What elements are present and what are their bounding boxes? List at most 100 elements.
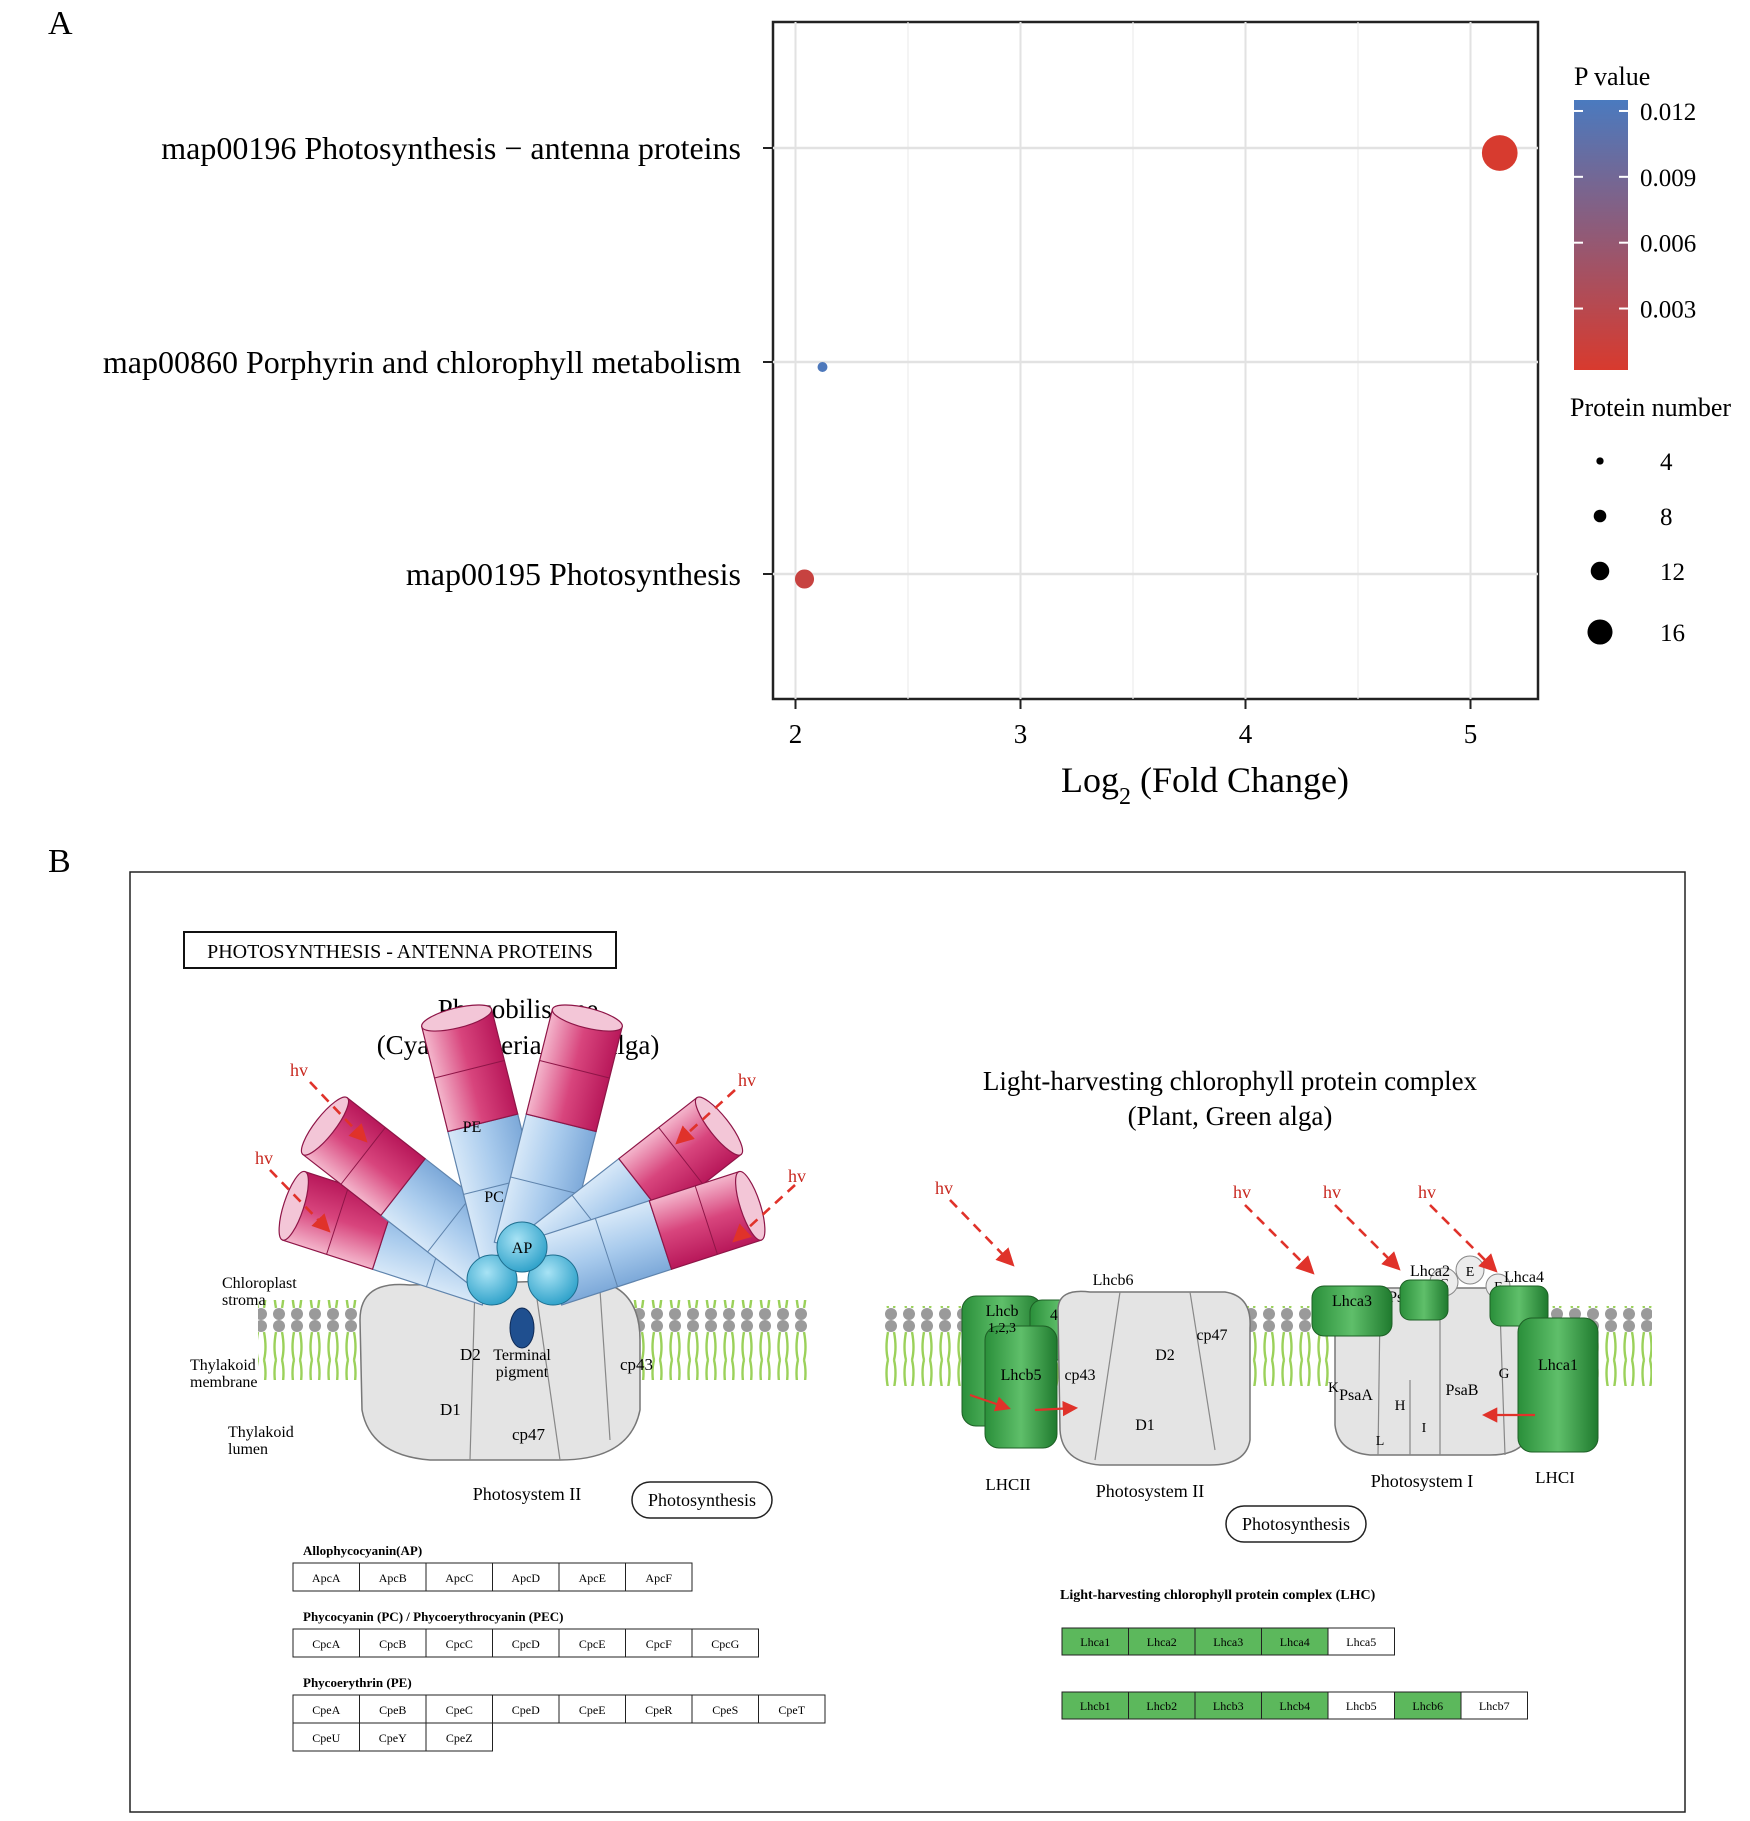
- lhc-gene-cell[interactable]: [1194, 1691, 1262, 1720]
- data-point: [794, 569, 815, 589]
- psii-cp43-label: cp43: [620, 1355, 653, 1374]
- ap-core-left: [466, 1254, 518, 1306]
- color-legend-ticks: 0.012 0.009 0.006 0.003: [1574, 99, 1696, 324]
- color-legend-title: P value: [1574, 62, 1650, 91]
- lhcb123-label: 1,2,3: [988, 1321, 1016, 1336]
- photosynthesis-button-left[interactable]: [631, 1481, 773, 1519]
- gene-cell-label: CpeR: [645, 1703, 672, 1717]
- photosynthesis-button-right-label: Photosynthesis: [1242, 1514, 1350, 1534]
- gene-cell-label: CpeU: [312, 1731, 340, 1745]
- lhc-d2-label: D2: [1155, 1347, 1175, 1364]
- photosystem-ii-left: [359, 1279, 641, 1461]
- psi-caption: Photosystem I: [1371, 1471, 1474, 1491]
- lhca1-label: Lhca1: [1538, 1357, 1578, 1374]
- gene-cell[interactable]: [492, 1628, 560, 1658]
- lhc-gene-cell[interactable]: [1194, 1627, 1262, 1656]
- panel-b-label: B: [48, 843, 71, 880]
- psii-d2-label: D2: [460, 1345, 481, 1364]
- terminal-pigment-label-2: pigment: [496, 1364, 549, 1381]
- photosynthesis-button-right[interactable]: [1225, 1505, 1367, 1543]
- psi-psaa-label: PsaA: [1339, 1387, 1373, 1404]
- gene-cell-label: CpeZ: [446, 1731, 473, 1745]
- colorbar-tick-label: 0.012: [1640, 99, 1696, 126]
- size-legend-dot: [1593, 509, 1607, 523]
- lhc-gene-cell[interactable]: [1394, 1691, 1462, 1720]
- data-point: [1481, 135, 1518, 171]
- gene-cell[interactable]: [625, 1694, 693, 1724]
- lhc-subtitle: (Plant, Green alga): [1128, 1101, 1333, 1131]
- gene-cell[interactable]: [691, 1628, 759, 1658]
- y-axis-ticks: [763, 147, 773, 575]
- gene-cell[interactable]: [292, 1694, 360, 1724]
- lhc-gene-cell-label: Lhcb1: [1080, 1699, 1111, 1713]
- gene-cell[interactable]: [758, 1694, 826, 1724]
- phycobilisome-diagram: Phycobilisome (Cyanobacteria, Red alga) …: [190, 994, 826, 1752]
- gene-cell-label: ApcB: [379, 1571, 407, 1585]
- psi-e-label: E: [1466, 1265, 1475, 1280]
- gene-cell[interactable]: [359, 1694, 427, 1724]
- gene-cell[interactable]: [359, 1628, 427, 1658]
- colorbar-tick-label: 0.006: [1640, 231, 1696, 258]
- gene-cell[interactable]: [292, 1628, 360, 1658]
- colorbar-tick-label: 0.009: [1640, 165, 1696, 192]
- lhc-gene-cell-label: Lhcb3: [1213, 1699, 1244, 1713]
- gene-cell[interactable]: [625, 1562, 693, 1592]
- gene-cell[interactable]: [425, 1722, 493, 1752]
- lhc-gene-cell[interactable]: [1128, 1627, 1196, 1656]
- gene-cell-label: CpcD: [512, 1637, 540, 1651]
- lhc-gene-cell[interactable]: [1261, 1627, 1329, 1656]
- gene-cell[interactable]: [558, 1628, 626, 1658]
- gene-cell-label: CpcB: [379, 1637, 406, 1651]
- gene-cell-label: ApcA: [312, 1571, 341, 1585]
- psii-d1-label: D1: [440, 1400, 461, 1419]
- gene-cell-label: CpeY: [379, 1731, 407, 1745]
- gene-table-title: Phycocyanin (PC) / Phycoerythrocyanin (P…: [303, 1609, 563, 1624]
- lhc-title: Light-harvesting chlorophyll protein com…: [983, 1066, 1478, 1096]
- lhc-diagram: Light-harvesting chlorophyll protein com…: [882, 1066, 1652, 1720]
- lhca3-label: Lhca3: [1332, 1293, 1372, 1310]
- y-tick-label: map00196 Photosynthesis − antenna protei…: [161, 130, 741, 166]
- lhc-gene-cell[interactable]: [1061, 1627, 1129, 1656]
- gene-cell[interactable]: [558, 1694, 626, 1724]
- lhc-cp43-label: cp43: [1064, 1367, 1095, 1384]
- lhc-gene-cell-label: Lhca3: [1213, 1635, 1243, 1649]
- gene-cell[interactable]: [359, 1722, 427, 1752]
- lhc-gene-cell-label: Lhca1: [1080, 1635, 1110, 1649]
- ap-core-right: [527, 1254, 579, 1306]
- membrane-label-2: membrane: [190, 1374, 258, 1391]
- lhc-gene-cell-label: Lhca5: [1346, 1635, 1376, 1649]
- gene-cell-label: CpcC: [446, 1637, 473, 1651]
- lhc-gene-cell[interactable]: [1327, 1691, 1395, 1720]
- colorbar-tick-label: 0.003: [1640, 297, 1696, 324]
- y-tick-label: map00860 Porphyrin and chlorophyll metab…: [103, 344, 741, 380]
- y-axis-tick-labels: map00196 Photosynthesis − antenna protei…: [103, 130, 741, 592]
- lhc-gene-cell[interactable]: [1061, 1691, 1129, 1720]
- gene-cell[interactable]: [625, 1628, 693, 1658]
- gene-cell[interactable]: [691, 1694, 759, 1724]
- membrane-label-1: Thylakoid: [190, 1357, 256, 1374]
- gene-cell[interactable]: [425, 1628, 493, 1658]
- terminal-pigment: [509, 1307, 535, 1349]
- size-legend-dot: [1596, 457, 1604, 465]
- gene-cell-label: CpeA: [312, 1703, 340, 1717]
- gene-table-title: Allophycocyanin(AP): [303, 1543, 422, 1558]
- psi-k-label: K: [1328, 1380, 1339, 1396]
- ap-label: AP: [512, 1240, 533, 1257]
- psi-g-label: G: [1499, 1366, 1510, 1382]
- gene-cell-label: CpcA: [312, 1637, 340, 1651]
- psi-i-label: I: [1422, 1421, 1427, 1436]
- lhc-gene-cell[interactable]: [1460, 1691, 1528, 1720]
- gene-cell[interactable]: [425, 1562, 493, 1592]
- psi-psab-label: PsaB: [1446, 1382, 1479, 1399]
- lhcii-caption: LHCII: [985, 1475, 1031, 1494]
- gene-cell[interactable]: [292, 1722, 360, 1752]
- lhc-gene-cell[interactable]: [1327, 1627, 1395, 1656]
- lhc-gene-cell[interactable]: [1128, 1691, 1196, 1720]
- hv-label-7: hv: [1323, 1182, 1341, 1202]
- panel-b-pathway-diagram: B PHOTOSYNTHESIS - ANTENNA PROTEINS Phyc…: [48, 843, 1686, 1813]
- gene-cell[interactable]: [292, 1562, 360, 1592]
- lhca4-label: Lhca4: [1504, 1269, 1544, 1286]
- gene-cell[interactable]: [425, 1694, 493, 1724]
